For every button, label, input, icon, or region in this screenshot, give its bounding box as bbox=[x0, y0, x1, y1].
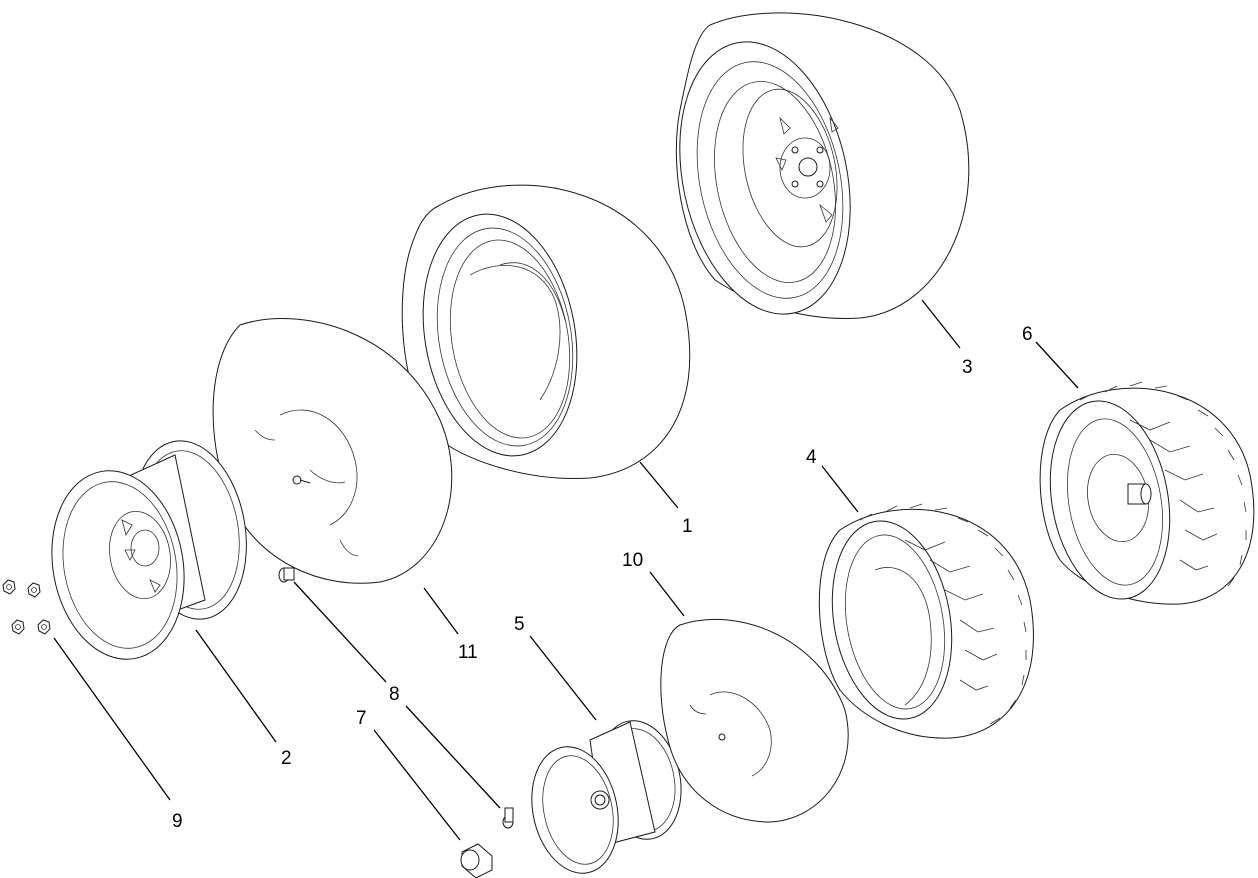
leader-4 bbox=[821, 465, 859, 513]
part-10-inner-tube bbox=[660, 618, 849, 823]
part-3-tire-and-wheel-assembly bbox=[675, 12, 970, 319]
leader-8b bbox=[405, 705, 501, 809]
part-8-valve-stem bbox=[278, 567, 514, 829]
callout-1: 1 bbox=[682, 516, 693, 537]
leader-10 bbox=[649, 571, 685, 617]
part-1-tire bbox=[401, 184, 691, 480]
leader-6 bbox=[1035, 341, 1079, 389]
callout-5: 5 bbox=[514, 614, 525, 635]
leader-9 bbox=[53, 637, 171, 801]
part-5-small-wheel-rim bbox=[531, 720, 682, 874]
part-7-cap bbox=[460, 843, 493, 878]
part-2-wheel-rim bbox=[51, 440, 247, 660]
callout-2: 2 bbox=[281, 748, 292, 769]
callout-3: 3 bbox=[962, 357, 973, 378]
leader-5 bbox=[529, 635, 597, 721]
callout-7: 7 bbox=[356, 708, 367, 729]
callout-numbers: 1 2 3 4 5 6 7 8 9 10 11 bbox=[172, 324, 1033, 832]
callout-9: 9 bbox=[172, 811, 183, 832]
callout-10: 10 bbox=[622, 550, 643, 571]
part-9-lug-nuts bbox=[2, 579, 51, 635]
leader-7 bbox=[373, 729, 461, 841]
callout-8: 8 bbox=[389, 684, 400, 705]
callout-6: 6 bbox=[1022, 324, 1033, 345]
leader-2 bbox=[195, 629, 277, 743]
leader-11 bbox=[423, 587, 459, 635]
callout-11: 11 bbox=[458, 642, 478, 663]
part-4-turf-tire bbox=[818, 503, 1034, 739]
part-6-turf-tire-and-wheel-assembly bbox=[1039, 381, 1255, 605]
leader-3 bbox=[921, 299, 961, 349]
callout-leader-lines bbox=[53, 299, 1079, 841]
callout-4: 4 bbox=[806, 447, 817, 468]
part-11-inner-tube bbox=[212, 318, 453, 584]
leader-1 bbox=[639, 461, 679, 509]
leader-8a bbox=[293, 581, 387, 683]
